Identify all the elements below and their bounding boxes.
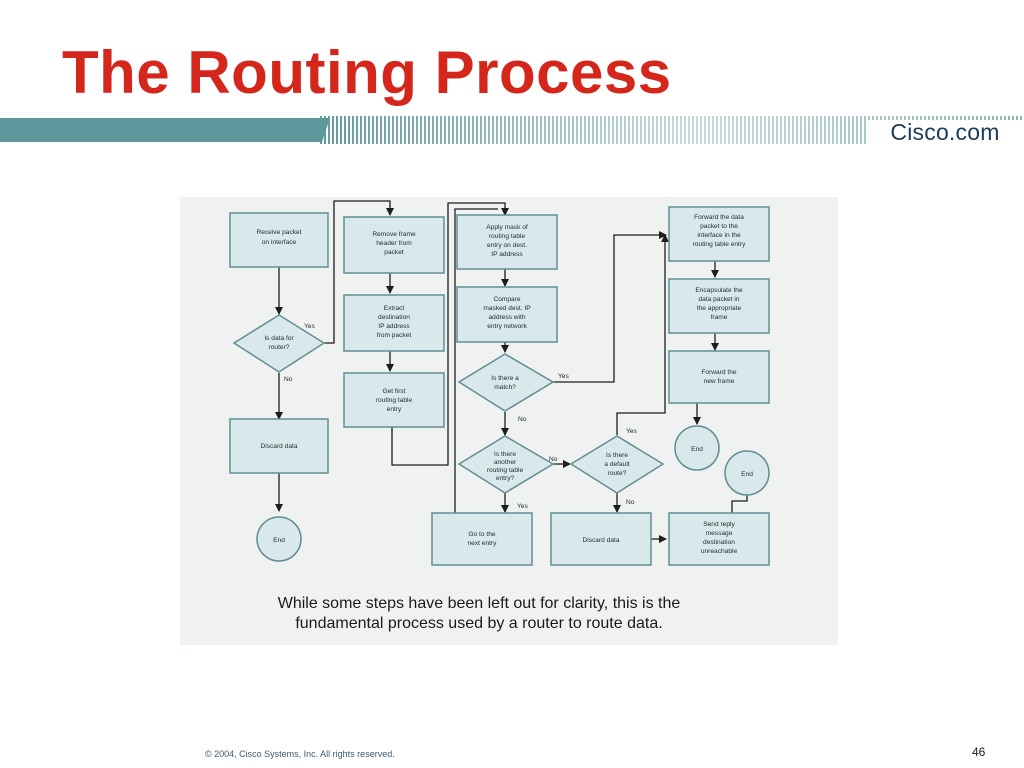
- node-compare-masked: Compare masked dest. IP address with ent…: [456, 286, 558, 343]
- node-end-1: End: [256, 516, 302, 562]
- node-end-2: End: [674, 425, 720, 471]
- node-apply-mask: Apply mask of routing table entry on des…: [456, 214, 558, 270]
- flowchart-edge-labels: Yes No Yes No No Yes Yes No: [284, 323, 637, 510]
- label-data-yes: Yes: [304, 323, 315, 330]
- edge-default-yes-forward: [616, 234, 669, 435]
- edge-data-yes-remove: [324, 200, 394, 344]
- banner-teal-bar: [0, 118, 318, 142]
- node-discard-data-1: Discard data: [229, 418, 329, 474]
- node-getfirst-line-2: routing table: [376, 397, 413, 404]
- node-fwdframe-line-1: Forward the: [701, 369, 737, 376]
- node-apply-line-3: entry on dest.: [487, 242, 527, 249]
- node-remove-line-3: packet: [384, 249, 404, 256]
- node-end3-label: End: [741, 471, 753, 478]
- node-get-first-entry: Get first routing table entry: [343, 372, 445, 428]
- node-another-line-2: another: [494, 459, 517, 466]
- node-reply-line-1: Send reply: [703, 521, 735, 528]
- node-reply-line-2: message: [706, 530, 733, 537]
- edge-match-yes-forward: [553, 231, 667, 383]
- node-extract-line-4: from packet: [377, 332, 412, 339]
- node-another-line-3: routing table: [487, 467, 524, 474]
- node-go-to-next-entry: Go to the next entry: [431, 512, 533, 566]
- node-fwdpkt-line-1: Forward the data: [694, 214, 744, 221]
- node-match-line-2: match?: [494, 384, 516, 391]
- node-encap-line-4: frame: [711, 314, 728, 321]
- node-extract-line-2: destination: [378, 314, 410, 321]
- node-next-line-2: next entry: [468, 540, 498, 547]
- node-send-reply: Send reply message destination unreachab…: [668, 512, 770, 566]
- node-next-line-1: Go to the: [468, 531, 495, 538]
- label-another-no: No: [549, 456, 558, 463]
- node-remove-frame-header: Remove frame header from packet: [343, 216, 445, 274]
- node-remove-line-2: header from: [376, 240, 412, 247]
- node-fwdpkt-line-4: routing table entry: [693, 241, 746, 248]
- node-end1-label: End: [273, 537, 285, 544]
- slide-title: The Routing Process: [62, 39, 672, 106]
- node-default-line-3: route?: [608, 470, 627, 477]
- node-extract-destination-ip: Extract destination IP address from pack…: [343, 294, 445, 352]
- node-is-data-for-router: Is data for router?: [232, 314, 326, 373]
- node-apply-line-4: IP address: [491, 251, 523, 258]
- node-getfirst-line-3: entry: [387, 406, 402, 413]
- node-end2-label: End: [691, 446, 703, 453]
- node-compare-line-1: Compare: [493, 296, 520, 303]
- node-discard1-line-1: Discard data: [260, 443, 297, 450]
- node-encapsulate: Encapsulate the data packet in the appro…: [668, 278, 770, 334]
- node-getfirst-line-1: Get first: [382, 388, 405, 395]
- node-forward-new-frame: Forward the new frame: [668, 350, 770, 404]
- routing-flowchart: Receive packet on interface Is data for …: [229, 200, 770, 566]
- copyright-notice: © 2004, Cisco Systems, Inc. All rights r…: [205, 749, 395, 759]
- node-extract-line-1: Extract: [384, 305, 405, 312]
- node-apply-line-1: Apply mask of: [486, 224, 528, 231]
- node-extract-line-3: IP address: [378, 323, 410, 330]
- node-encap-line-1: Encapsulate the: [695, 287, 743, 294]
- flowchart-edges: [275, 200, 751, 543]
- node-default-route: Is there a default route?: [569, 435, 665, 494]
- node-compare-line-3: address with: [488, 314, 525, 321]
- node-match-line-1: Is there a: [491, 375, 519, 382]
- node-another-line-4: entry?: [496, 475, 515, 482]
- figure-caption: While some steps have been left out for …: [244, 594, 714, 634]
- node-compare-line-2: masked dest. IP: [483, 305, 531, 312]
- flowchart-nodes: Receive packet on interface Is data for …: [229, 206, 770, 566]
- node-forward-data-packet: Forward the data packet to the interface…: [668, 206, 770, 262]
- label-default-no: No: [626, 499, 635, 506]
- node-receive-line-2: on interface: [262, 239, 297, 246]
- node-fwdframe-line-2: new frame: [704, 378, 735, 385]
- node-default-line-1: Is there: [606, 452, 628, 459]
- cisco-logo[interactable]: Cisco.com: [866, 119, 1024, 145]
- label-default-yes: Yes: [626, 428, 637, 435]
- node-discard-data-2: Discard data: [550, 512, 652, 566]
- node-end-3: End: [724, 450, 770, 496]
- node-is-there-a-match: Is there a match?: [457, 353, 555, 412]
- node-data-line-2: router?: [269, 344, 290, 351]
- node-another-line-1: Is there: [494, 451, 516, 458]
- node-discard2-line-1: Discard data: [582, 537, 619, 544]
- label-data-no: No: [284, 376, 293, 383]
- node-remove-line-1: Remove frame: [372, 231, 416, 238]
- node-compare-line-4: entry network: [487, 323, 527, 330]
- node-another-entry: Is there another routing table entry?: [457, 435, 555, 494]
- node-fwdpkt-line-3: interface in the: [697, 232, 741, 239]
- page-number: 46: [972, 745, 986, 759]
- caption-line-1: While some steps have been left out for …: [277, 595, 681, 612]
- node-encap-line-3: the appropriate: [697, 305, 742, 312]
- node-apply-line-2: routing table: [489, 233, 526, 240]
- label-another-yes: Yes: [517, 503, 528, 510]
- node-receive-line-1: Receive packet: [256, 229, 301, 236]
- label-match-no: No: [518, 416, 527, 423]
- edge-getfirst-apply: [391, 202, 509, 466]
- node-data-line-1: Is data for: [264, 335, 294, 342]
- node-default-line-2: a default: [604, 461, 629, 468]
- node-encap-line-2: data packet in: [698, 296, 739, 303]
- node-reply-line-4: unreachable: [701, 548, 738, 555]
- node-fwdpkt-line-2: packet to the: [700, 223, 738, 230]
- label-match-yes: Yes: [558, 373, 569, 380]
- node-reply-line-3: destination: [703, 539, 735, 546]
- node-receive-packet: Receive packet on interface: [229, 212, 329, 268]
- caption-line-2: fundamental process used by a router to …: [295, 615, 663, 632]
